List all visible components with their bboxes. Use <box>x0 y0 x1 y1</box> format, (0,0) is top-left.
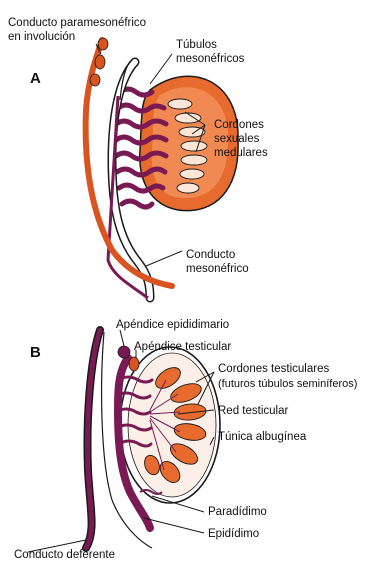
label-mesonephric-duct-1: Conducto <box>186 248 235 262</box>
panel-b-drawing <box>28 330 220 552</box>
label-paradidymis: Paradídimo <box>208 505 267 519</box>
label-mesonephric-duct-2: mesonéfrico <box>186 262 249 276</box>
label-appendix-testis: Apéndice testicular <box>134 340 231 354</box>
label-testicular-cords-1: Cordones testiculares <box>218 362 329 376</box>
panel-label-a: A <box>30 70 41 87</box>
panel-label-b: B <box>30 344 41 361</box>
appendix-epididymis-b <box>118 346 130 358</box>
label-testicular-cords-2: (futuros túbulos seminíferos) <box>218 377 357 391</box>
label-rete-testis: Red testicular <box>218 404 288 418</box>
label-epididymis: Epidídimo <box>208 527 259 541</box>
label-vas-deferens: Conducto deferente <box>14 548 115 562</box>
label-cords-2: sexuales <box>214 132 259 146</box>
label-cords-3: medulares <box>214 146 268 160</box>
label-tubules-1: Túbulos <box>176 38 217 52</box>
label-cords-1: Cordones <box>214 118 264 132</box>
label-tubules-2: mesonéfricos <box>176 52 244 66</box>
label-paramesonephric-duct: Conducto paramesonéfrico <box>8 16 146 30</box>
appendix-testis-b <box>129 357 139 371</box>
label-paramesonephric-involution: en involución <box>8 30 75 44</box>
label-appendix-epididymis: Apéndice epididimario <box>116 318 229 332</box>
label-tunica-albuginea: Túnica albugínea <box>218 430 306 444</box>
